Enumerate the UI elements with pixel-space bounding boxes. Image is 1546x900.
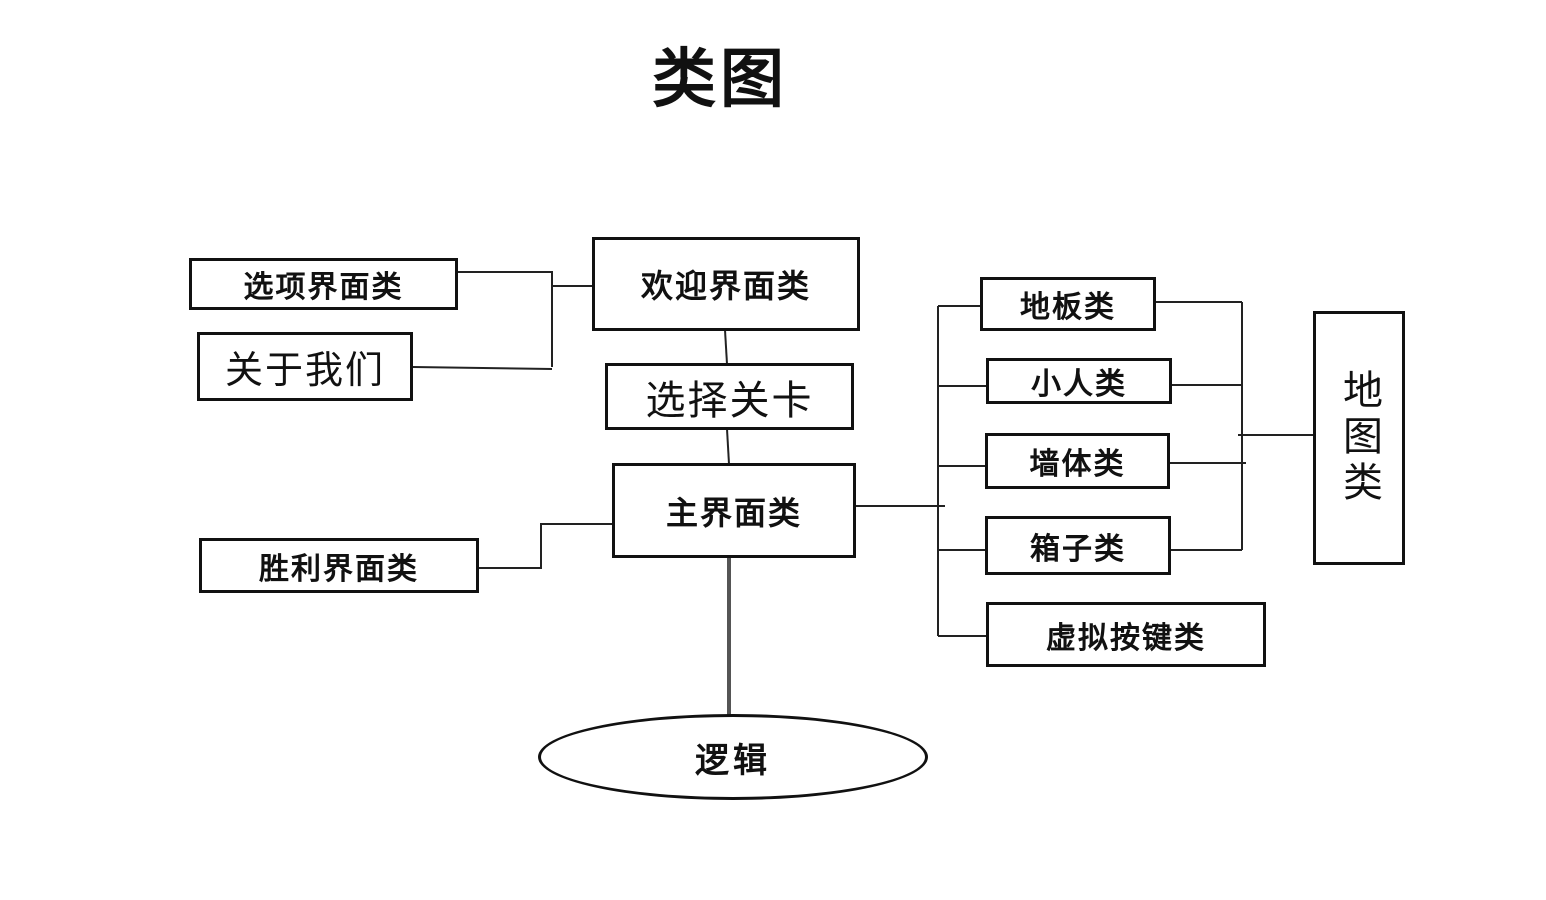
node-victory-ui: 胜利界面类 — [199, 538, 479, 593]
connector-welcome-select — [724, 329, 728, 365]
node-box: 箱子类 — [985, 516, 1171, 575]
connector-victory-main — [479, 523, 614, 569]
node-virtual-keys: 虚拟按键类 — [986, 602, 1266, 667]
node-person: 小人类 — [986, 358, 1172, 404]
connector-about-welcome — [412, 366, 553, 370]
node-main-ui: 主界面类 — [612, 463, 856, 558]
diagram-title: 类图 — [652, 43, 788, 117]
node-about-us: 关于我们 — [197, 332, 413, 401]
node-wall: 墙体类 — [985, 433, 1170, 489]
connector-select-main — [726, 428, 730, 465]
node-select-level: 选择关卡 — [605, 363, 854, 430]
node-map: 地图类 — [1313, 311, 1405, 565]
node-welcome-ui: 欢迎界面类 — [592, 237, 860, 331]
node-logic: 逻辑 — [538, 714, 928, 800]
node-options-ui: 选项界面类 — [189, 258, 458, 310]
connector-options-welcome — [458, 271, 553, 367]
node-floor: 地板类 — [980, 277, 1156, 331]
